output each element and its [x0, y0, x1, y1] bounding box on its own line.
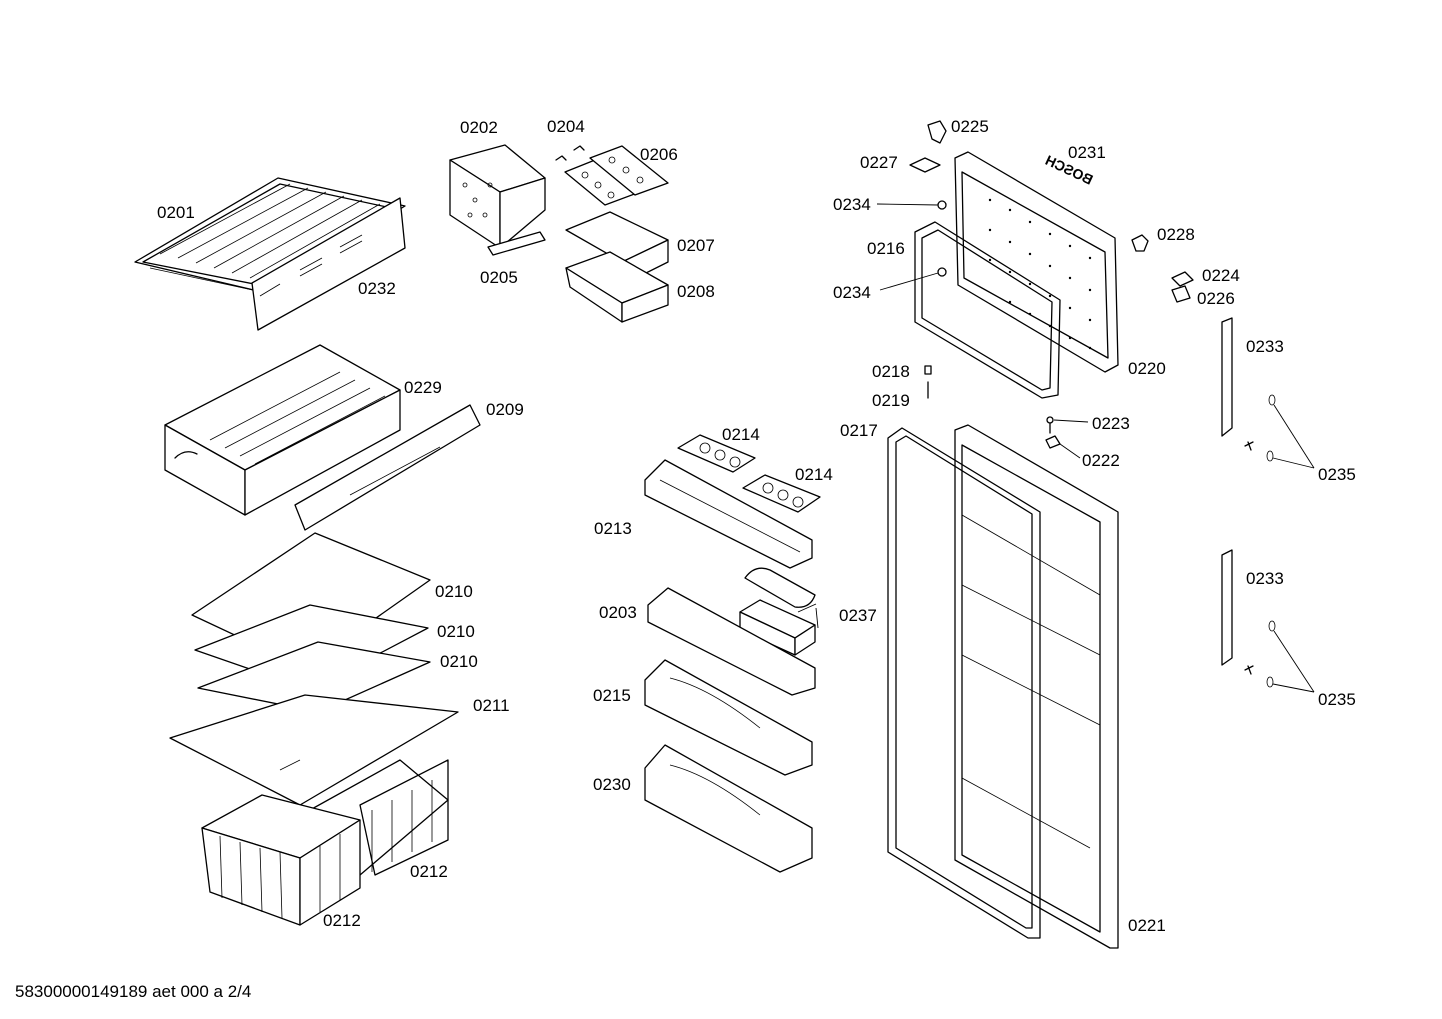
part-0216-door-gasket [914, 221, 1061, 399]
label-0234-b: 0234 [833, 283, 871, 302]
label-0225: 0225 [951, 117, 989, 136]
part-0233-bracket-upper [1221, 317, 1233, 437]
label-0223: 0223 [1092, 414, 1130, 433]
part-0208-ice-bin [565, 251, 669, 323]
part-0218-nut [924, 365, 932, 375]
part-0235-screws-lower [1244, 620, 1276, 688]
label-0214-a: 0214 [722, 425, 760, 444]
label-0227: 0227 [860, 153, 898, 172]
leader-lines [797, 203, 1315, 693]
part-0214-egg-tray-2 [742, 474, 821, 513]
label-0203: 0203 [599, 603, 637, 622]
part-0203-door-bin [647, 587, 816, 696]
part-0212-crisper-drawer-front [201, 794, 361, 926]
part-0206-ice-tray-2 [589, 145, 669, 196]
part-0211-glass-cover [169, 694, 459, 806]
label-0212-a: 0212 [410, 862, 448, 881]
part-0230-door-bin [644, 744, 813, 873]
label-0215: 0215 [593, 686, 631, 705]
part-0205-strip [487, 231, 546, 256]
part-number-labels: 0201 0202 0204 0206 0207 0205 0208 0232 … [157, 117, 1356, 935]
label-0211: 0211 [473, 696, 510, 715]
label-0233-a: 0233 [1246, 337, 1284, 356]
label-0202: 0202 [460, 118, 498, 137]
label-0221: 0221 [1128, 916, 1166, 935]
part-0224-cap [1171, 271, 1194, 287]
label-0209: 0209 [486, 400, 524, 419]
label-0210-a: 0210 [435, 582, 473, 601]
label-0230: 0230 [593, 775, 631, 794]
label-0210-c: 0210 [440, 652, 478, 671]
label-0231: 0231 [1068, 143, 1106, 162]
part-0227-cap [909, 157, 941, 173]
label-0224: 0224 [1202, 266, 1240, 285]
label-0217: 0217 [840, 421, 878, 440]
document-number-footer: 58300000149189 aet 000 a 2/4 [15, 982, 251, 1001]
label-0235-a: 0235 [1318, 465, 1356, 484]
part-0229-drawer [164, 344, 401, 516]
label-0212-b: 0212 [323, 911, 361, 930]
label-0210-b: 0210 [437, 622, 475, 641]
label-0218: 0218 [872, 362, 910, 381]
part-0222-block [1045, 435, 1061, 449]
label-0229: 0229 [404, 378, 442, 397]
part-0221-fridge-inner-door [954, 424, 1119, 949]
label-0233-b: 0233 [1246, 569, 1284, 588]
label-0204: 0204 [547, 117, 585, 136]
part-0232-front-panel [251, 197, 406, 331]
part-0217-fridge-door-gasket [887, 427, 1041, 939]
label-0206: 0206 [640, 145, 678, 164]
part-0214-egg-tray-1 [677, 434, 756, 473]
part-0228-hinge [1131, 234, 1149, 252]
part-0202-cover-box [449, 144, 546, 249]
part-0234-screw-lower [937, 267, 947, 277]
label-0235-b: 0235 [1318, 690, 1356, 709]
label-0219: 0219 [872, 391, 910, 410]
label-0232: 0232 [358, 279, 396, 298]
part-0226-pad [1171, 285, 1191, 303]
label-0216: 0216 [867, 239, 905, 258]
part-0223-screw [1046, 416, 1054, 434]
part-0233-bracket-lower [1221, 549, 1233, 666]
label-0237: 0237 [839, 606, 877, 625]
part-0225-hinge-cover [927, 120, 947, 144]
part-0215-door-bin [644, 659, 813, 776]
part-0213-door-bin [644, 459, 813, 569]
part-0204-clips [555, 145, 585, 161]
label-0226: 0226 [1197, 289, 1235, 308]
part-0237-butter-box [739, 567, 816, 656]
label-0201: 0201 [157, 203, 195, 222]
label-0213: 0213 [594, 519, 632, 538]
label-0234-a: 0234 [833, 195, 871, 214]
label-0214-b: 0214 [795, 465, 833, 484]
part-0231-freezer-door [954, 151, 1119, 373]
part-0234-screw-upper [937, 200, 947, 210]
label-0205: 0205 [480, 268, 518, 287]
part-0235-screws-upper [1244, 394, 1276, 462]
label-0220: 0220 [1128, 359, 1166, 378]
label-0222: 0222 [1082, 451, 1120, 470]
label-0228: 0228 [1157, 225, 1195, 244]
part-0209-front-strip [294, 404, 481, 531]
label-0207: 0207 [677, 236, 715, 255]
label-0208: 0208 [677, 282, 715, 301]
